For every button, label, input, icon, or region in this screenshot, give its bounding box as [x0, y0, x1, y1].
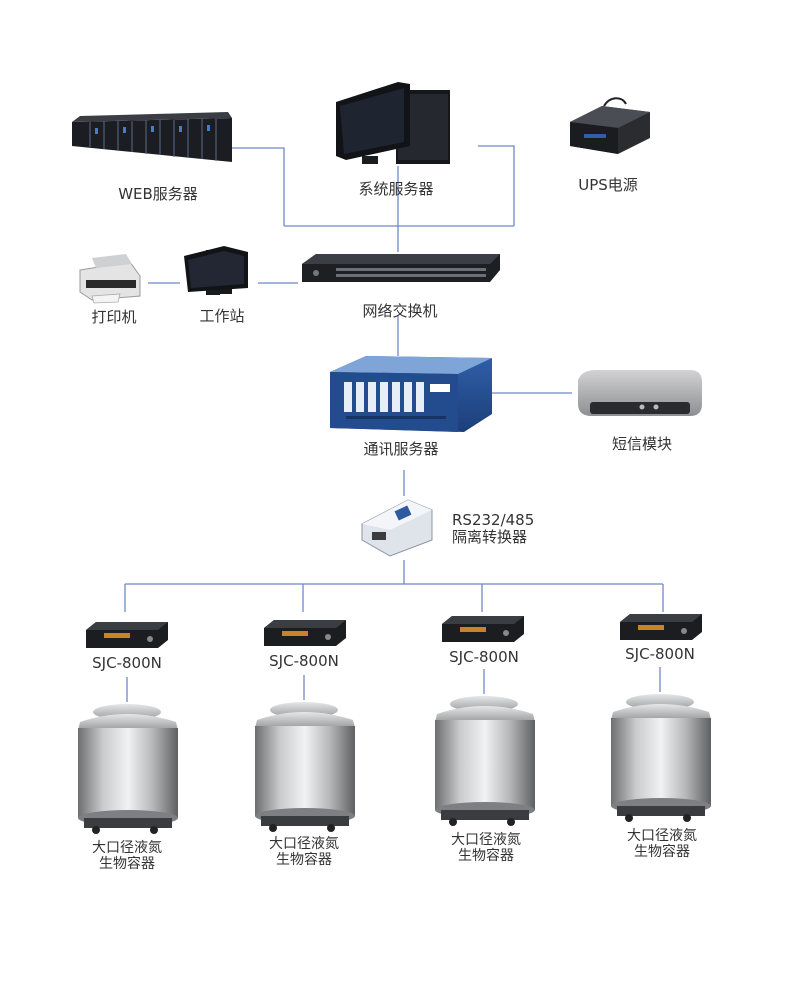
container-label-4-line1: 大口径液氮	[627, 828, 697, 844]
workstation-label: 工作站	[199, 307, 245, 325]
container-label-4-line2: 生物容器	[634, 844, 690, 860]
controller-image-4	[620, 614, 702, 640]
sms-module-label: 短信模块	[611, 435, 673, 453]
printer-label: 打印机	[91, 308, 137, 326]
container-label-3-line1: 大口径液氮	[451, 832, 521, 848]
printer-image	[79, 254, 141, 304]
network-switch-image	[302, 254, 500, 282]
line-ups	[478, 145, 515, 226]
container-label-2-line2: 生物容器	[276, 852, 332, 868]
controller-label-4: SJC-800N	[625, 645, 695, 663]
comm-server-label: 通讯服务器	[363, 440, 439, 458]
web-server-label: WEB服务器	[118, 185, 198, 203]
container-image-3	[435, 696, 535, 826]
ups-image	[570, 97, 650, 154]
container-label-1-line1: 大口径液氮	[92, 840, 162, 856]
workstation-image	[184, 246, 248, 295]
controller-image-1	[86, 622, 168, 648]
controller-image-2	[264, 620, 346, 646]
container-image-1	[78, 704, 178, 834]
container-label-2-line1: 大口径液氮	[269, 836, 339, 852]
comm-server-image	[330, 356, 492, 432]
controller-label-2: SJC-800N	[269, 652, 339, 670]
controller-image-3	[442, 616, 524, 642]
container-label-1-line2: 生物容器	[99, 856, 155, 872]
system-server-image	[336, 82, 450, 164]
converter-label-line2: 隔离转换器	[452, 528, 528, 546]
connection-lines	[124, 145, 664, 702]
container-image-2	[255, 702, 355, 832]
container-image-4	[611, 694, 711, 822]
web-server-image	[72, 112, 232, 162]
line-web-server	[232, 147, 285, 226]
converter-label-line1: RS232/485	[452, 511, 535, 529]
ups-label: UPS电源	[578, 176, 638, 194]
system-server-label: 系统服务器	[358, 180, 434, 198]
sms-module-image	[578, 370, 702, 416]
container-label-3-line2: 生物容器	[458, 848, 514, 864]
controller-label-3: SJC-800N	[449, 648, 519, 666]
network-switch-label: 网络交换机	[362, 302, 438, 320]
converter-image	[361, 499, 433, 557]
controller-label-1: SJC-800N	[92, 654, 162, 672]
